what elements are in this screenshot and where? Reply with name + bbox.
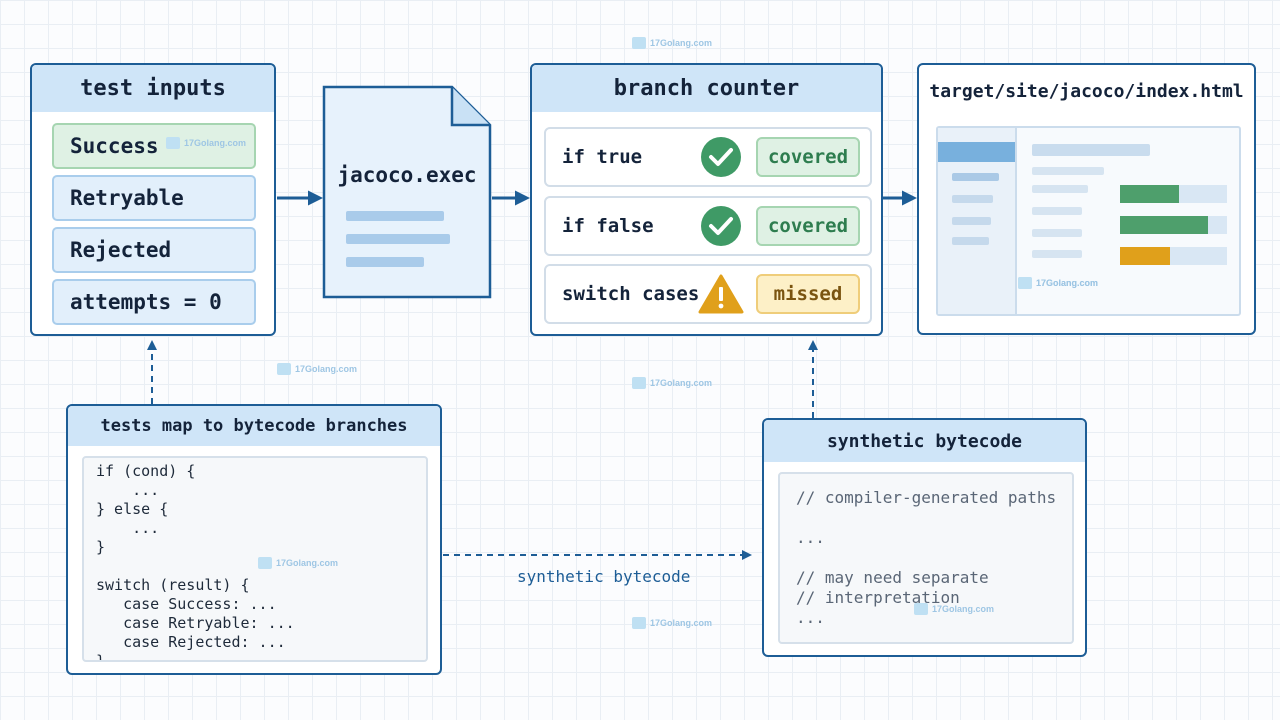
watermark: 17Golang.com	[1018, 277, 1098, 289]
branch-row: if false covered	[544, 196, 872, 256]
watermark-text: 17Golang.com	[295, 364, 358, 374]
status-badge: covered	[756, 206, 860, 246]
watermark-logo-icon	[277, 363, 291, 375]
report-sidebar-item	[952, 173, 999, 181]
check-circle-icon	[701, 137, 741, 177]
coverage-bar-track	[1120, 247, 1227, 265]
mapping-code: if (cond) { ... } else { ... } switch (r…	[82, 456, 428, 662]
watermark-text: 17Golang.com	[1036, 278, 1099, 288]
watermark-text: 17Golang.com	[1036, 278, 1099, 288]
coverage-bar-track	[1120, 185, 1227, 203]
flow-label: synthetic bytecode	[517, 567, 691, 586]
exec-file-name: jacoco.exec	[337, 163, 477, 187]
watermark: 17Golang.com	[632, 37, 712, 49]
input-chip-attempts: attempts = 0	[52, 279, 256, 325]
report-panel: target/site/jacoco/index.html	[917, 63, 1256, 335]
branch-label: if false	[562, 215, 654, 237]
status-badge: missed	[756, 274, 860, 314]
report-sidebar-item	[952, 195, 993, 203]
watermark-logo-icon	[166, 137, 180, 149]
document-icon	[322, 85, 492, 299]
branch-counter-panel: branch counter if true covered if false …	[530, 63, 883, 336]
watermark-logo-icon	[914, 603, 928, 615]
report-sidebar-item	[952, 237, 989, 245]
watermark-logo-icon	[632, 377, 646, 389]
report-text-line	[1032, 185, 1088, 193]
watermark-text: 17Golang.com	[650, 38, 713, 48]
branch-row: switch cases missed	[544, 264, 872, 324]
report-preview	[936, 126, 1241, 316]
report-text-line	[1032, 229, 1082, 237]
report-title: target/site/jacoco/index.html	[929, 80, 1244, 102]
watermark-text: 17Golang.com	[650, 618, 713, 628]
report-text-line	[1032, 167, 1104, 175]
branch-row: if true covered	[544, 127, 872, 187]
watermark: 17Golang.com	[914, 603, 994, 615]
watermark-text: 17Golang.com	[650, 378, 713, 388]
report-heading-line	[1032, 144, 1150, 156]
panel-title: synthetic bytecode	[764, 420, 1085, 462]
watermark-text: 17Golang.com	[184, 138, 247, 148]
coverage-bar-fill	[1120, 247, 1171, 265]
exec-file: jacoco.exec	[322, 85, 492, 299]
status-badge: covered	[756, 137, 860, 177]
watermark-logo-icon	[632, 37, 646, 49]
coverage-bar-fill	[1120, 216, 1208, 234]
report-sidebar-selected	[938, 142, 1015, 162]
input-chip-rejected: Rejected	[52, 227, 256, 273]
branch-label: switch cases	[562, 283, 700, 305]
watermark-logo-icon	[1018, 277, 1032, 289]
synthetic-panel: synthetic bytecode // compiler-generated…	[762, 418, 1087, 657]
test-inputs-panel: test inputs Success Retryable Rejected a…	[30, 63, 276, 336]
panel-title: branch counter	[532, 65, 881, 112]
watermark: 17Golang.com	[166, 137, 246, 149]
warning-icon	[698, 274, 744, 314]
branch-label: if true	[562, 146, 643, 168]
input-chip-success: Success	[52, 123, 256, 169]
report-text-line	[1032, 250, 1082, 258]
input-chip-retryable: Retryable	[52, 175, 256, 221]
watermark-text: 17Golang.com	[276, 558, 339, 568]
panel-title: tests map to bytecode branches	[68, 406, 440, 446]
mapping-panel: tests map to bytecode branches if (cond)…	[66, 404, 442, 675]
coverage-bar-fill	[1120, 185, 1179, 203]
synthetic-code: // compiler-generated paths ... // may n…	[778, 472, 1074, 644]
watermark-logo-icon	[258, 557, 272, 569]
watermark: 17Golang.com	[258, 557, 338, 569]
panel-title: test inputs	[32, 65, 274, 112]
watermark: 17Golang.com	[632, 377, 712, 389]
check-circle-icon	[701, 206, 741, 246]
watermark: 17Golang.com	[277, 363, 357, 375]
report-text-line	[1032, 207, 1082, 215]
watermark-logo-icon	[632, 617, 646, 629]
watermark: 17Golang.com	[632, 617, 712, 629]
watermark-text: 17Golang.com	[932, 604, 995, 614]
report-sidebar-item	[952, 217, 991, 225]
coverage-bar-track	[1120, 216, 1227, 234]
